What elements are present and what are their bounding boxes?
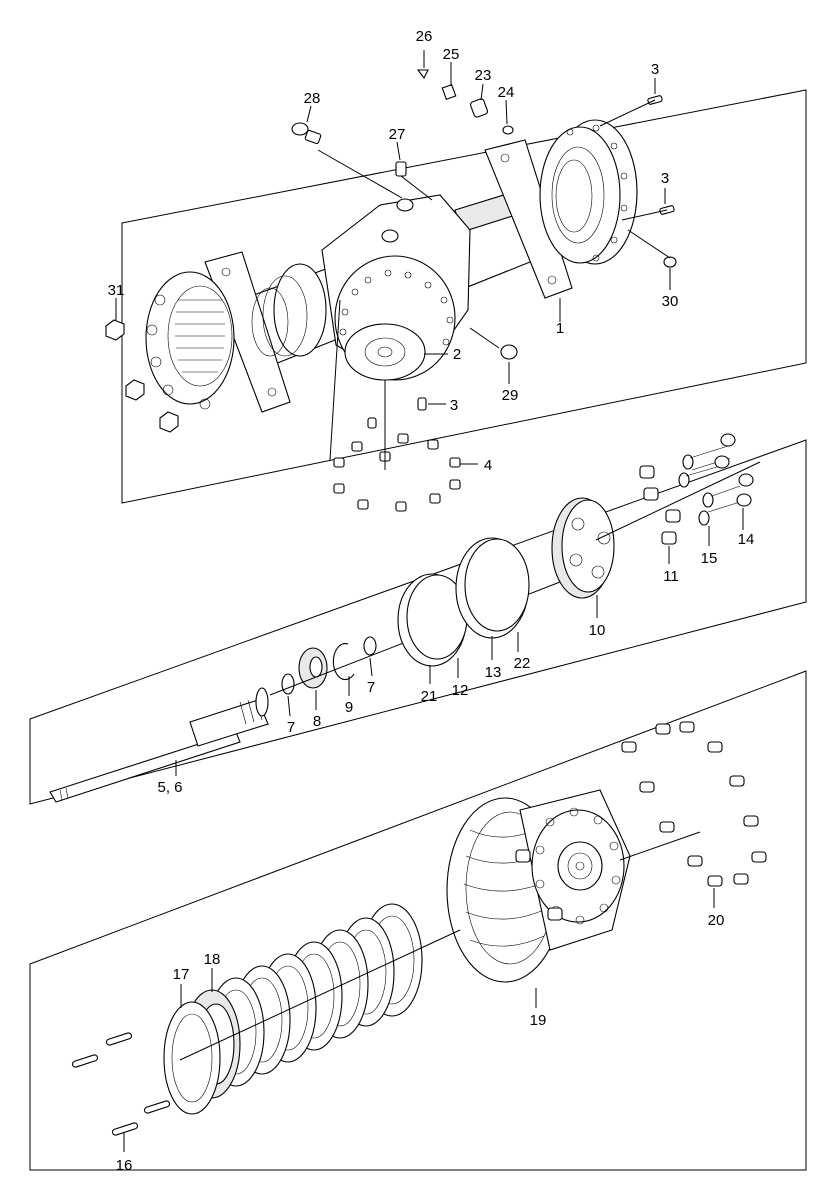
callout-16: 16: [116, 1157, 133, 1174]
panel-1-small-parts: [105, 69, 677, 512]
callout-24: 24: [498, 84, 515, 101]
callout-8: 8: [313, 713, 321, 730]
panel-shaft-frame: [29, 439, 807, 805]
callout-25: 25: [443, 46, 460, 63]
callout-3-top: 3: [651, 61, 659, 78]
callout-17: 17: [173, 966, 190, 983]
callout-10: 10: [589, 622, 606, 639]
callout-7-right: 7: [367, 679, 375, 696]
shaft-assembly: [49, 461, 761, 803]
callout-15: 15: [701, 550, 718, 567]
callout-23: 23: [475, 67, 492, 84]
callout-5-6: 5, 6: [157, 779, 182, 796]
callout-18: 18: [204, 951, 221, 968]
callout-4: 4: [484, 457, 492, 474]
callout-29: 29: [502, 387, 519, 404]
callout-12: 12: [452, 682, 469, 699]
callout-21: 21: [421, 688, 438, 705]
callout-3-mid: 3: [661, 170, 669, 187]
callout-14: 14: [738, 531, 755, 548]
bolt-set-4: [333, 417, 461, 512]
callout-22: 22: [514, 655, 531, 672]
callout-28: 28: [304, 90, 321, 107]
callout-1: 1: [556, 320, 564, 337]
callout-11: 11: [663, 568, 679, 585]
callout-3-low: 3: [450, 397, 458, 414]
callout-9: 9: [345, 699, 353, 716]
axle-housing-assembly: [145, 119, 638, 461]
panel-1-leader-lines: [115, 50, 671, 470]
brake-housing-assembly: [446, 789, 701, 1008]
callout-30: 30: [662, 293, 679, 310]
callout-13: 13: [485, 664, 502, 681]
panel-brake-frame: [29, 670, 807, 1171]
callout-2: 2: [453, 346, 461, 363]
callout-27: 27: [389, 126, 406, 143]
callout-26: 26: [416, 28, 433, 45]
callout-31: 31: [108, 282, 125, 299]
callout-20: 20: [708, 912, 725, 929]
callout-7-left: 7: [287, 719, 295, 736]
callout-19: 19: [530, 1012, 547, 1029]
bolt-set-20: [621, 721, 767, 908]
spring-bolt-set: [639, 433, 754, 564]
pin-set-16: [71, 1032, 171, 1152]
callout-labels: 26 25 23 24 3 28 27 3 30 31 1 2 29 3 4 1…: [108, 28, 755, 1174]
brake-disc-stack: [163, 903, 461, 1115]
